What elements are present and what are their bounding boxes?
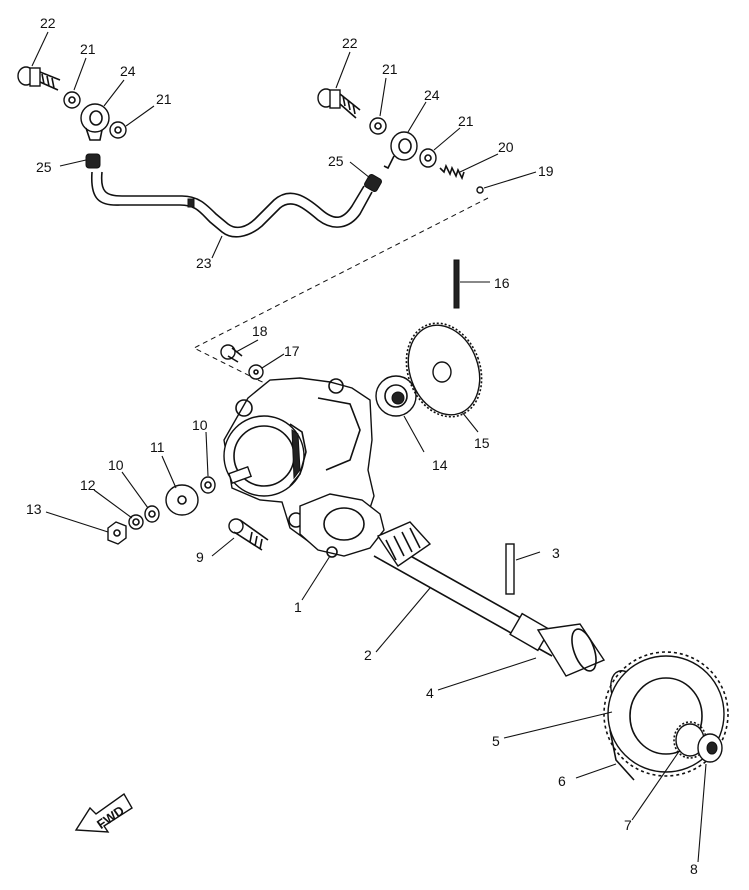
plate-11	[165, 484, 199, 516]
oil-seal-14	[375, 375, 417, 417]
screw-18	[220, 344, 243, 363]
collar-4	[536, 623, 606, 677]
callout-21-left-1: 21	[80, 41, 96, 57]
leader-lines	[31, 31, 707, 863]
washer-10a	[200, 476, 216, 494]
callout-8: 8	[690, 861, 698, 877]
lock-washer-12	[128, 514, 144, 530]
callout-12: 12	[80, 477, 96, 493]
callout-18: 18	[252, 323, 268, 339]
callout-24-right: 24	[424, 87, 440, 103]
callout-21-right-1: 21	[382, 61, 398, 77]
pump-mounting-bolt	[228, 518, 269, 551]
pump-drive-shaft	[373, 521, 561, 657]
callout-19: 19	[538, 163, 554, 179]
callout-11: 11	[150, 439, 165, 455]
callout-15: 15	[474, 435, 490, 451]
callout-2: 2	[364, 647, 372, 663]
washer-left-2	[109, 121, 127, 139]
callout-10-upper: 10	[192, 417, 208, 433]
callouts: 22 21 24 21 25 23 22 21 24 21 25 20 19 1…	[26, 15, 698, 877]
callout-21-right-2: 21	[458, 113, 474, 129]
pin-3	[505, 543, 515, 595]
washer-17	[248, 364, 264, 380]
nut-8	[697, 733, 723, 763]
callout-1: 1	[294, 599, 302, 615]
oil-delivery-pipe	[91, 171, 373, 238]
pump-gasket	[299, 493, 385, 558]
callout-25-right: 25	[328, 153, 344, 169]
callout-24-left: 24	[120, 63, 136, 79]
washer-left-1	[63, 91, 81, 109]
callout-7: 7	[624, 817, 632, 833]
fwd-arrow: FWD	[74, 792, 133, 833]
check-valve-spring	[439, 163, 465, 181]
hose-clip-right	[364, 174, 382, 192]
union-bolt-left	[17, 66, 61, 91]
union-fitting-left	[80, 103, 110, 141]
callout-4: 4	[426, 685, 434, 701]
union-fitting-right	[383, 131, 418, 170]
callout-17: 17	[284, 343, 300, 359]
union-bolt-right	[317, 88, 361, 119]
callout-6: 6	[558, 773, 566, 789]
washer-10b	[144, 505, 160, 523]
nut-13	[107, 521, 127, 545]
callout-10-lower: 10	[108, 457, 124, 473]
callout-23: 23	[196, 255, 212, 271]
callout-5: 5	[492, 733, 500, 749]
callout-22-left: 22	[40, 15, 56, 31]
pin-16	[453, 259, 460, 309]
hose-clip-left	[85, 153, 101, 169]
callout-3: 3	[552, 545, 560, 561]
callout-13: 13	[26, 501, 42, 517]
callout-14: 14	[432, 457, 448, 473]
callout-25-left: 25	[36, 159, 52, 175]
check-ball	[476, 186, 484, 194]
pump-drive-gear-15	[405, 322, 483, 418]
callout-20: 20	[498, 139, 514, 155]
callout-21-left-2: 21	[156, 91, 172, 107]
washer-right-2	[419, 148, 437, 168]
washer-right-1	[369, 117, 387, 135]
callout-22-right: 22	[342, 35, 358, 51]
callout-16: 16	[494, 275, 510, 291]
callout-9: 9	[196, 549, 204, 565]
